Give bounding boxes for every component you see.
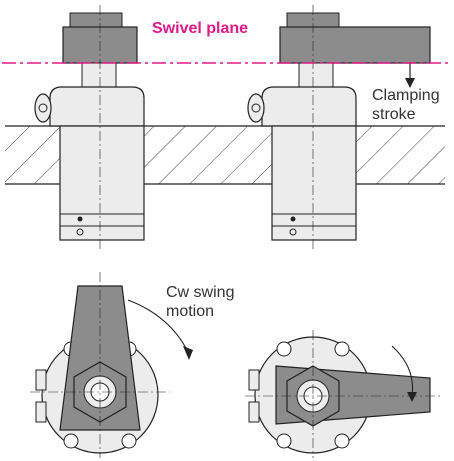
clamp-left-side-view (34, 5, 145, 250)
clamping-stroke-label-1: Clamping (372, 87, 440, 104)
cw-swing-label-2: motion (166, 303, 214, 320)
clamping-stroke-label-2: stroke (372, 106, 416, 123)
clamp-right-side-view (247, 5, 431, 250)
swivel-plane-label: Swivel plane (152, 20, 248, 37)
clamp-left-top-view (30, 272, 193, 458)
clamp-right-top-view (245, 330, 440, 458)
cw-swing-label-1: Cw swing (166, 284, 234, 301)
